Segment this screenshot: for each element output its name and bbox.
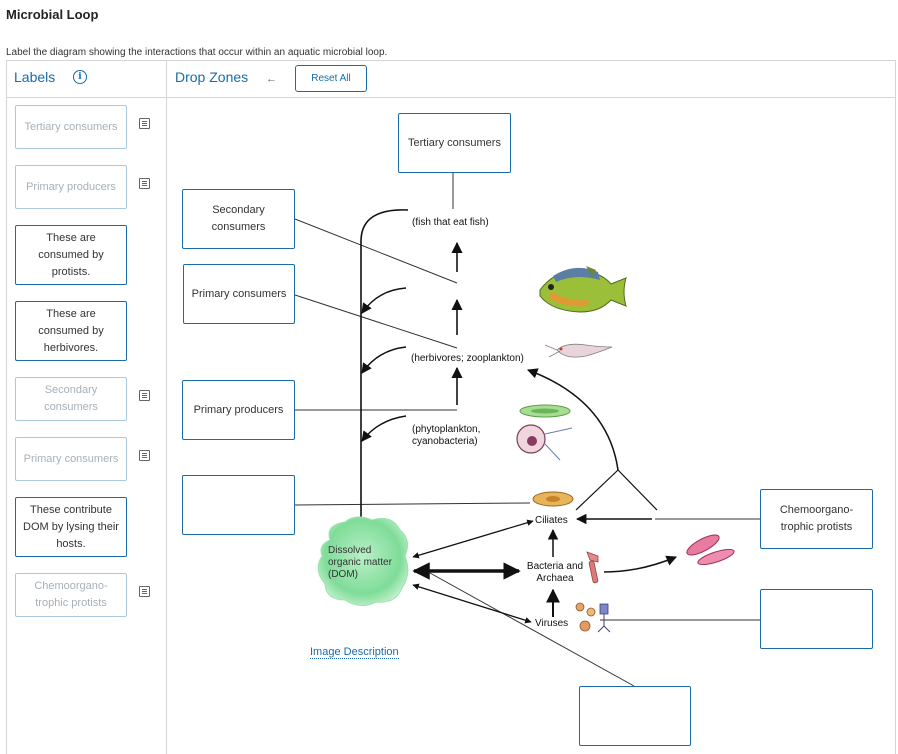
drop-zone-empty[interactable] xyxy=(760,589,873,649)
label-card[interactable]: Primary producers xyxy=(15,165,127,209)
zooplankton-icon xyxy=(544,343,613,358)
drop-zone-tertiary[interactable]: Tertiary consumers xyxy=(398,113,511,173)
phyto-note: (phytoplankton, cyanobacteria) xyxy=(412,424,481,447)
dom-label: Dissolved organic matter (DOM) xyxy=(328,545,392,580)
info-icon[interactable]: i xyxy=(73,70,87,84)
labels-heading: Labels xyxy=(14,69,56,85)
bacteria-icon xyxy=(586,551,599,584)
reset-all-button[interactable]: Reset All xyxy=(295,65,367,92)
dom-cloud-icon xyxy=(317,516,409,606)
labels-panel xyxy=(6,60,167,754)
drop-zone-empty[interactable] xyxy=(182,475,295,535)
label-card[interactable]: These are consumed by herbivores. xyxy=(15,301,127,361)
drop-zones-heading: Drop Zones xyxy=(175,69,249,85)
note-icon[interactable] xyxy=(139,390,150,401)
label-card[interactable]: Primary consumers xyxy=(15,437,127,481)
image-description-link[interactable]: Image Description xyxy=(310,646,399,659)
drop-zone-chemo[interactable]: Chemoorgano-trophic protists xyxy=(760,489,873,549)
fish-icon xyxy=(539,266,627,313)
viruses-label: Viruses xyxy=(535,618,569,629)
note-icon[interactable] xyxy=(139,178,150,189)
back-arrow-icon[interactable]: ← xyxy=(266,73,277,85)
label-card[interactable]: These are consumed by protists. xyxy=(15,225,127,285)
label-card[interactable]: These contribute DOM by lysing their hos… xyxy=(15,497,127,557)
drop-zone-empty[interactable] xyxy=(579,686,691,746)
herbivores-note: (herbivores; zooplankton) xyxy=(411,353,524,364)
header-divider xyxy=(6,97,896,98)
activity-frame xyxy=(6,60,896,754)
drop-zone-secondary[interactable]: Secondary consumers xyxy=(182,189,295,249)
note-icon[interactable] xyxy=(139,118,150,129)
drop-zone-primary-consumers[interactable]: Primary consumers xyxy=(183,264,295,324)
label-card[interactable]: Tertiary consumers xyxy=(15,105,127,149)
ciliate-icon xyxy=(532,491,574,507)
instructions: Label the diagram showing the interactio… xyxy=(6,47,388,58)
note-icon[interactable] xyxy=(139,586,150,597)
ciliates-label: Ciliates xyxy=(535,515,568,526)
fish-note: (fish that eat fish) xyxy=(412,217,489,228)
label-card[interactable]: Secondary consumers xyxy=(15,377,127,421)
label-card[interactable]: Chemoorgano-trophic protists xyxy=(15,573,127,617)
drop-zone-primary-producers[interactable]: Primary producers xyxy=(182,380,295,440)
protist-icon xyxy=(686,534,735,566)
virus-icon xyxy=(575,602,611,633)
phytoplankton-icon xyxy=(516,404,573,461)
note-icon[interactable] xyxy=(139,450,150,461)
page-title: Microbial Loop xyxy=(6,7,99,22)
bacteria-label: Bacteria and Archaea xyxy=(526,561,584,584)
